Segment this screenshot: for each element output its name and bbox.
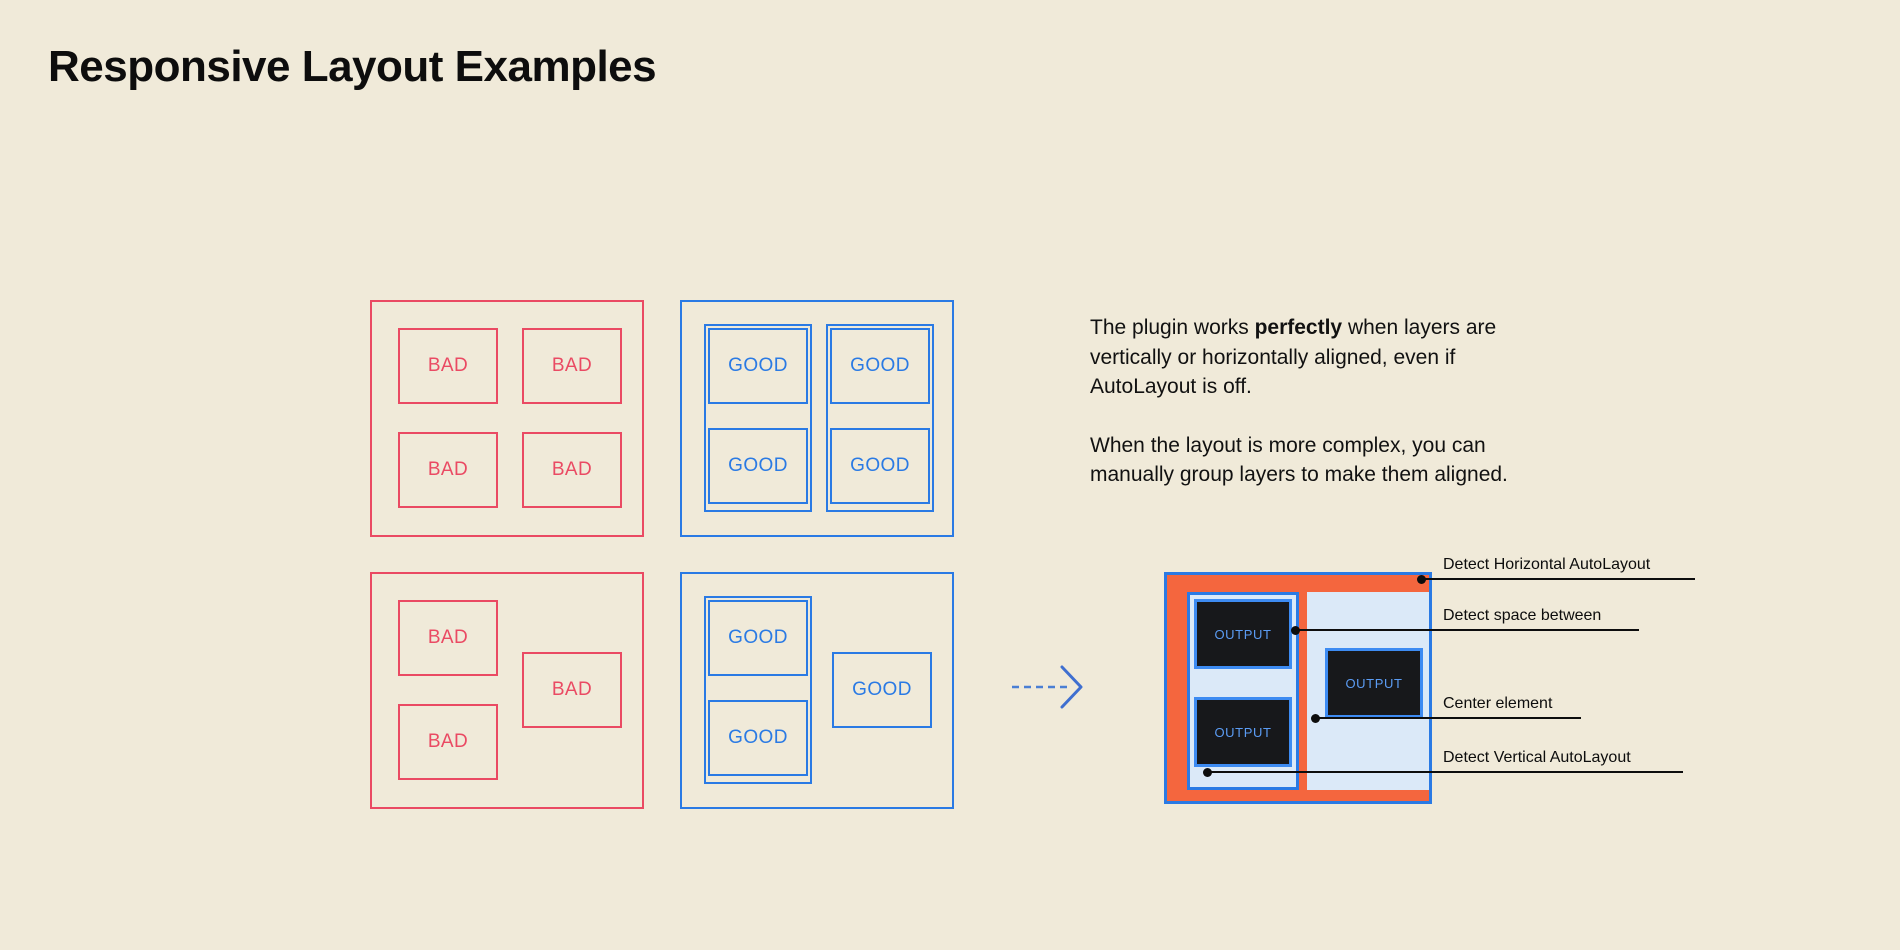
copy-paragraph-1: The plugin works perfectly when layers a… [1090, 313, 1560, 402]
output-box: OUTPUT [1194, 599, 1292, 669]
annotation-leader-line [1207, 771, 1443, 773]
good-cell: GOOD [708, 600, 808, 676]
annotation-leader-line [1295, 629, 1443, 631]
copy-p1-emphasis: perfectly [1254, 316, 1343, 339]
annotation-anchor-dot [1417, 574, 1426, 584]
copy-p1-lead: The plugin works [1090, 316, 1255, 339]
good-group-wrapper [704, 324, 812, 512]
bad-cell: BAD [522, 328, 622, 404]
bad-cell: BAD [398, 328, 498, 404]
bad-cell: BAD [398, 600, 498, 676]
copy-paragraph-2: When the layout is more complex, you can… [1090, 433, 1508, 487]
bad-cell: BAD [398, 432, 498, 508]
annotation-label: Center element [1443, 695, 1553, 712]
good-cell: GOOD [830, 328, 930, 404]
output-box: OUTPUT [1194, 697, 1292, 767]
annotation-leader-line [1421, 578, 1443, 580]
example-bad-freeform: BAD BAD BAD [370, 572, 644, 809]
annotation-underline [1443, 717, 1581, 719]
annotation-anchor-dot [1311, 713, 1320, 723]
annotation-label: Detect Vertical AutoLayout [1443, 749, 1631, 766]
annotation-underline [1443, 578, 1695, 580]
example-good-freeform: GOOD GOOD GOOD [680, 572, 954, 809]
bad-cell: BAD [522, 432, 622, 508]
good-group-wrapper [826, 324, 934, 512]
explanatory-copy: The plugin works perfectly when layers a… [1090, 313, 1560, 490]
copy-p1-tail: when layers are vertically or horizontal… [1090, 316, 1497, 398]
annotation-anchor-dot [1203, 767, 1212, 777]
good-cell: GOOD [708, 328, 808, 404]
good-cell: GOOD [832, 652, 932, 728]
good-cell: GOOD [708, 700, 808, 776]
annotation-anchor-dot [1291, 625, 1300, 635]
annotation-leader-line [1315, 717, 1443, 719]
page-title: Responsive Layout Examples [48, 42, 657, 91]
result-mockup: OUTPUT OUTPUT OUTPUT [1164, 572, 1432, 804]
output-box: OUTPUT [1325, 648, 1423, 718]
example-bad-grid: BAD BAD BAD BAD [370, 300, 644, 537]
bad-cell: BAD [398, 704, 498, 780]
annotation-label: Detect Horizontal AutoLayout [1443, 556, 1651, 573]
good-group-wrapper [704, 596, 812, 784]
annotation-label: Detect space between [1443, 607, 1602, 624]
annotation-underline [1443, 629, 1639, 631]
good-cell: GOOD [830, 428, 930, 504]
dashed-right-arrow-icon [1012, 665, 1083, 709]
good-cell: GOOD [708, 428, 808, 504]
bad-cell: BAD [522, 652, 622, 728]
annotation-underline [1443, 771, 1683, 773]
example-good-grid: GOOD GOOD GOOD GOOD [680, 300, 954, 537]
